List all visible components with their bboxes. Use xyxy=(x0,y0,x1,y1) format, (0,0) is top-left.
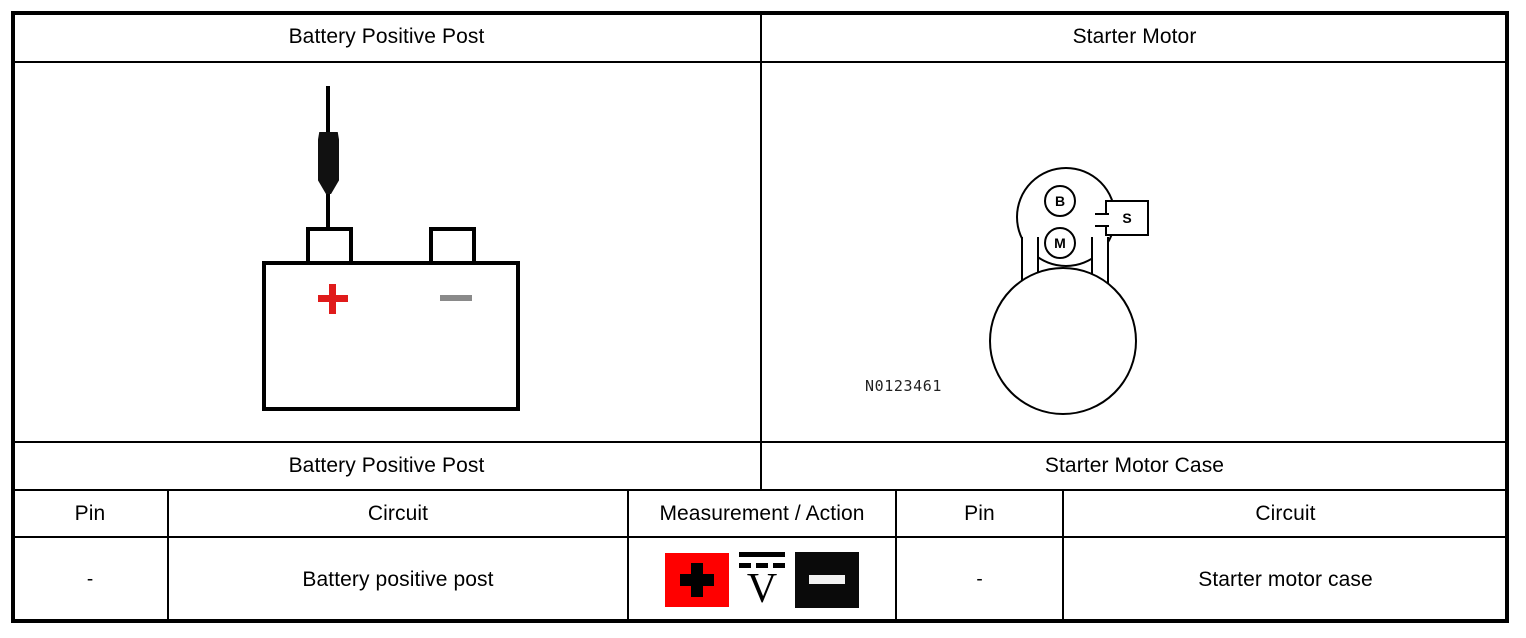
column-header-right-pin: Pin xyxy=(897,491,1062,536)
section-title-left: Battery Positive Post xyxy=(13,442,760,489)
cell-right-pin-value: - xyxy=(976,568,983,590)
column-header-right-pin-label: Pin xyxy=(964,501,995,525)
rule-left-pin-circuit xyxy=(167,489,169,621)
positive-lead-glyph xyxy=(680,562,714,597)
terminal-m-icon: M xyxy=(1044,227,1076,259)
terminal-m-label: M xyxy=(1054,235,1066,251)
column-header-left-circuit: Circuit xyxy=(169,491,627,536)
battery-positive-terminal-icon xyxy=(306,227,353,263)
terminal-b-icon: B xyxy=(1044,185,1076,217)
rule-measure-rightpin xyxy=(895,489,897,621)
rule-center-section xyxy=(760,441,762,489)
rule-under-section-titles xyxy=(13,489,1507,491)
column-header-measurement: Measurement / Action xyxy=(629,491,895,536)
dc-solid-line-icon xyxy=(739,551,785,557)
terminal-s-label: S xyxy=(1122,210,1132,226)
rule-center-diagram xyxy=(760,61,762,441)
motor-body-icon xyxy=(989,267,1137,415)
column-header-left-circuit-label: Circuit xyxy=(367,501,429,525)
starter-motor-illustration: B M S N0123461 xyxy=(855,81,1215,421)
cell-left-circuit: Battery positive post xyxy=(169,538,627,621)
cell-left-pin-value: - xyxy=(86,568,94,590)
minus-sign-icon xyxy=(440,295,472,301)
top-title-left: Battery Positive Post xyxy=(13,13,760,61)
rule-rightpin-circuit xyxy=(1062,489,1064,621)
battery-diagram-pane xyxy=(13,63,760,441)
section-title-right-label: Starter Motor Case xyxy=(1044,453,1225,477)
battery-negative-terminal-icon xyxy=(429,227,476,263)
column-header-right-circuit-label: Circuit xyxy=(1255,501,1316,525)
cell-left-circuit-value: Battery positive post xyxy=(302,567,494,591)
rule-center-top xyxy=(760,13,762,61)
volt-glyph: V xyxy=(746,565,778,612)
battery-case-icon xyxy=(262,261,520,411)
dc-dashed-line-icon xyxy=(739,562,785,568)
column-header-right-circuit: Circuit xyxy=(1064,491,1507,536)
terminal-s-icon: S xyxy=(1095,200,1149,236)
test-probe-icon xyxy=(318,132,339,194)
top-title-right: Starter Motor xyxy=(762,13,1507,61)
column-header-left-pin-label: Pin xyxy=(74,501,106,525)
cell-right-pin: - xyxy=(897,538,1062,621)
terminal-b-label: B xyxy=(1054,193,1066,209)
battery-illustration xyxy=(262,86,532,416)
section-title-right: Starter Motor Case xyxy=(762,442,1507,489)
negative-lead-glyph xyxy=(809,575,845,584)
figure-code-label: N0123461 xyxy=(865,377,943,395)
cell-left-pin: - xyxy=(13,538,167,621)
cell-right-circuit: Starter motor case xyxy=(1064,538,1507,621)
rule-circuit-measure xyxy=(627,489,629,621)
column-header-left-pin: Pin xyxy=(13,491,167,536)
top-title-right-label: Starter Motor xyxy=(1072,25,1197,49)
column-header-measurement-label: Measurement / Action xyxy=(659,501,865,525)
cell-right-circuit-value: Starter motor case xyxy=(1198,567,1373,591)
positive-lead-icon xyxy=(665,552,729,607)
negative-lead-icon xyxy=(795,551,859,608)
starter-motor-diagram-pane: B M S N0123461 xyxy=(762,63,1507,441)
dc-voltage-icon: V xyxy=(735,549,789,612)
top-title-left-label: Battery Positive Post xyxy=(288,25,485,49)
section-title-left-label: Battery Positive Post xyxy=(288,453,485,477)
rule-under-column-headers xyxy=(13,536,1507,538)
plus-sign-icon xyxy=(318,284,348,314)
cell-measurement-action: V xyxy=(629,538,895,621)
